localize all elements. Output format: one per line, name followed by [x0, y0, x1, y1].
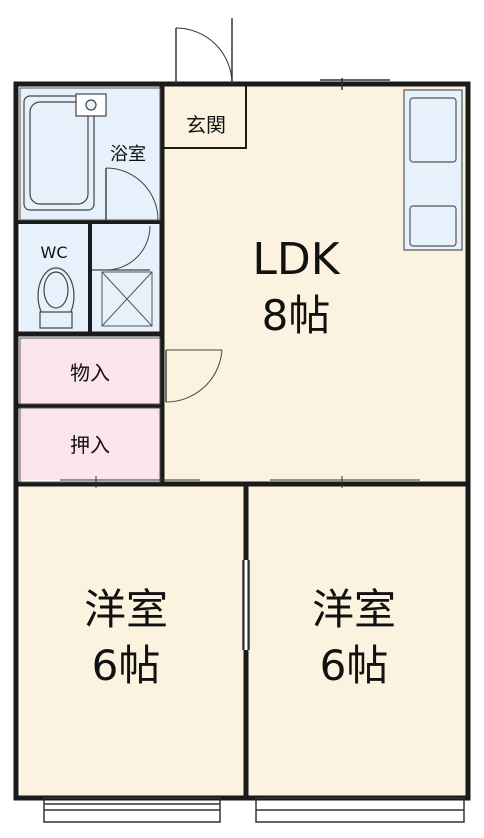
label-storage: 物入	[70, 361, 110, 385]
door-ticks	[60, 476, 420, 488]
inner-outlines	[19, 87, 161, 483]
storage-door	[165, 349, 223, 403]
label-ldk-name: LDK	[252, 234, 340, 285]
room1-floor	[20, 486, 244, 796]
entrance-door	[175, 18, 233, 85]
closet-floor	[20, 408, 160, 480]
label-entrance: 玄関	[186, 113, 226, 137]
label-room2-name: 洋室	[312, 585, 396, 634]
windows	[43, 78, 465, 823]
label-room1-name: 洋室	[84, 585, 168, 634]
room2-floor	[248, 486, 466, 796]
label-closet: 押入	[70, 433, 110, 457]
bathtub	[23, 93, 107, 211]
label-wc: WC	[41, 243, 68, 262]
bath-door	[105, 167, 159, 221]
washer-pan	[101, 271, 153, 327]
label-ldk-size: 8帖	[262, 291, 331, 340]
label-room2-size: 6帖	[320, 641, 389, 690]
label-bath: 浴室	[110, 144, 146, 165]
washroom-floor	[92, 224, 160, 332]
storage-floor	[20, 338, 160, 404]
toilet	[37, 267, 75, 329]
label-room1-size: 6帖	[92, 641, 161, 690]
washroom-door	[92, 225, 151, 271]
kitchen-counter	[403, 89, 463, 251]
entrance-floor	[160, 86, 246, 146]
